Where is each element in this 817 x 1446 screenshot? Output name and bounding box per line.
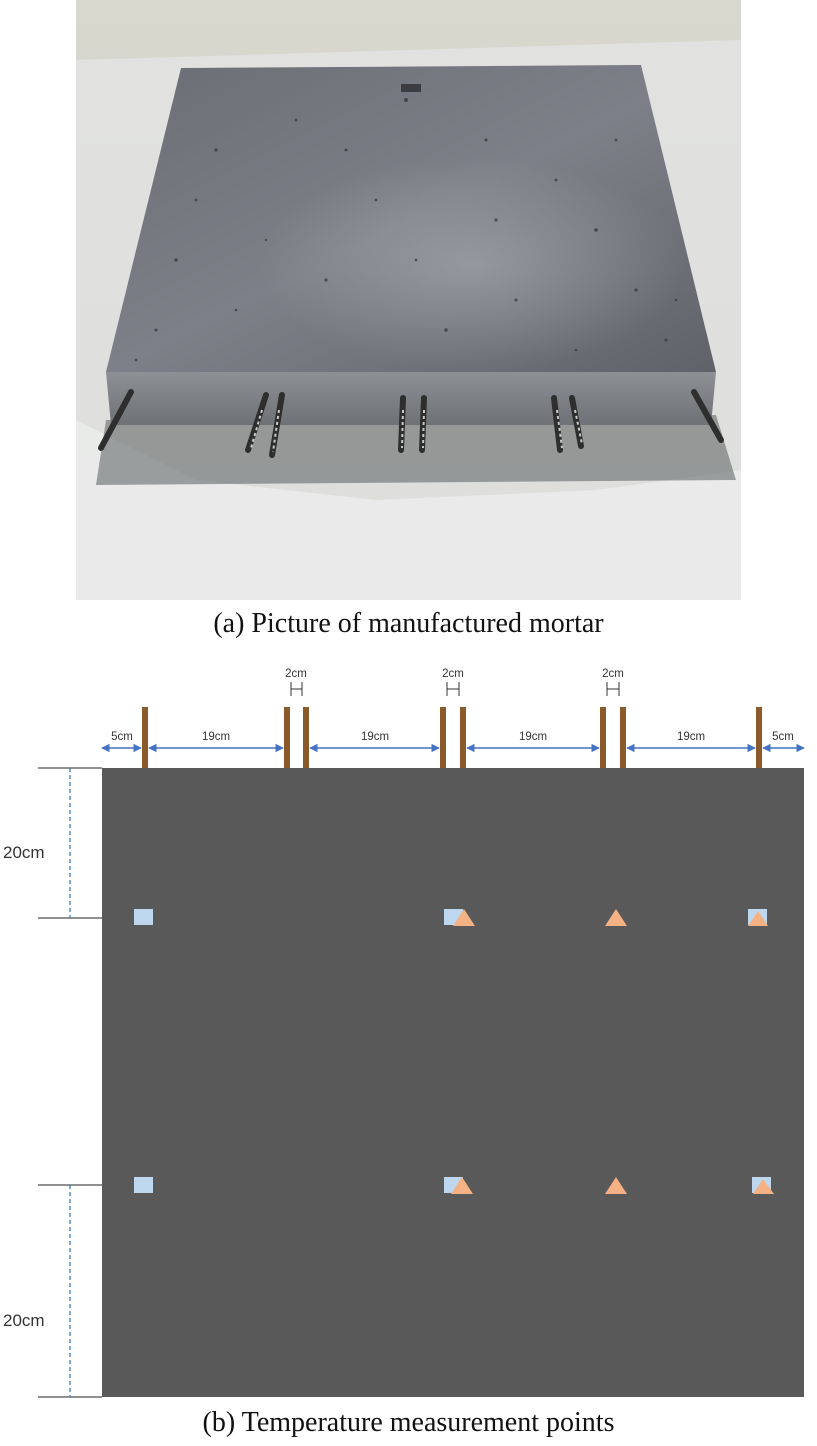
rod bbox=[303, 707, 309, 768]
square-marker bbox=[134, 909, 153, 925]
rod-gap-labels: 2cm 2cm 2cm bbox=[285, 668, 624, 680]
rod-gap-label: 2cm bbox=[602, 668, 624, 680]
triangle-marker bbox=[748, 911, 768, 926]
surface-pores bbox=[134, 98, 678, 362]
depth-labels: 20cm 20cm bbox=[3, 843, 45, 1330]
wet-shadow bbox=[96, 415, 736, 485]
spacing-label: 19cm bbox=[202, 731, 230, 743]
rod bbox=[440, 707, 446, 768]
surface-mark bbox=[401, 84, 421, 92]
rod-gap-dimensions bbox=[290, 682, 620, 696]
triangle-marker bbox=[605, 1177, 627, 1194]
triangle-marker bbox=[451, 1177, 473, 1194]
measurement-diagram: 5cm 19cm 19cm 19cm 19cm 5cm 2cm 2cm 2cm … bbox=[3, 668, 805, 1398]
rebar-highlights bbox=[250, 409, 583, 453]
spacing-label: 5cm bbox=[772, 731, 794, 743]
rod-gap-label: 2cm bbox=[285, 668, 307, 680]
triangle-marker bbox=[453, 909, 475, 926]
square-marker bbox=[134, 1177, 153, 1193]
rod bbox=[600, 707, 606, 768]
plastic-sheet-fold bbox=[76, 420, 741, 600]
depth-label: 20cm bbox=[3, 843, 45, 862]
mortar-photo-svg bbox=[76, 0, 741, 600]
spacing-label: 19cm bbox=[361, 731, 389, 743]
horizontal-dimension-labels: 5cm 19cm 19cm 19cm 19cm 5cm bbox=[111, 731, 794, 743]
spacing-label: 19cm bbox=[677, 731, 705, 743]
rod bbox=[460, 707, 466, 768]
triangle-marker bbox=[605, 909, 627, 926]
rod bbox=[620, 707, 626, 768]
triangle-marker bbox=[753, 1179, 774, 1194]
slab-top-sheen bbox=[106, 65, 716, 372]
rod-gap-label: 2cm bbox=[442, 668, 464, 680]
spacing-label: 5cm bbox=[111, 731, 133, 743]
caption-a: (a) Picture of manufactured mortar bbox=[213, 608, 604, 639]
rod bbox=[284, 707, 290, 768]
spacing-label: 19cm bbox=[519, 731, 547, 743]
mortar-photo bbox=[76, 0, 741, 600]
rods bbox=[142, 707, 762, 768]
measurement-points bbox=[134, 909, 774, 1194]
slab-front bbox=[106, 372, 716, 425]
rod bbox=[756, 707, 762, 768]
caption-b: (b) Temperature measurement points bbox=[202, 1407, 615, 1438]
mortar-slab bbox=[102, 768, 804, 1397]
depth-guides bbox=[38, 767, 102, 1398]
rod bbox=[142, 707, 148, 768]
depth-label: 20cm bbox=[3, 1311, 45, 1330]
